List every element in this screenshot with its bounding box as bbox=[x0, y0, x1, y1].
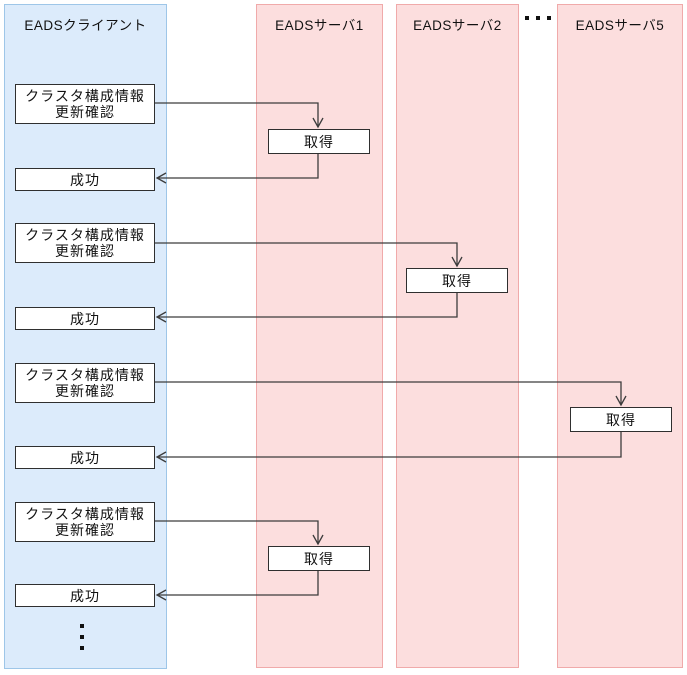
success-box-4: 成功 bbox=[15, 584, 155, 607]
response-arrow-3 bbox=[155, 431, 622, 463]
request-box-3-line1: クラスタ構成情報 bbox=[25, 367, 145, 383]
request-box-4: クラスタ構成情報 更新確認 bbox=[15, 502, 155, 542]
success-box-1: 成功 bbox=[15, 168, 155, 191]
acquire-box-1: 取得 bbox=[268, 129, 370, 154]
vertical-ellipsis-icon bbox=[80, 624, 84, 650]
success-box-2: 成功 bbox=[15, 307, 155, 330]
request-box-4-line1: クラスタ構成情報 bbox=[25, 506, 145, 522]
lane-title-eads-client: EADSクライアント bbox=[24, 18, 147, 33]
request-box-3: クラスタ構成情報 更新確認 bbox=[15, 363, 155, 403]
request-box-4-line2: 更新確認 bbox=[55, 522, 115, 538]
lane-title-eads-server5: EADSサーバ5 bbox=[575, 18, 665, 33]
success-box-3: 成功 bbox=[15, 446, 155, 469]
request-box-2: クラスタ構成情報 更新確認 bbox=[15, 223, 155, 263]
request-box-1-line1: クラスタ構成情報 bbox=[25, 88, 145, 104]
request-box-2-line1: クラスタ構成情報 bbox=[25, 227, 145, 243]
request-box-1-line2: 更新確認 bbox=[55, 104, 115, 120]
request-box-1: クラスタ構成情報 更新確認 bbox=[15, 84, 155, 124]
request-arrow-3 bbox=[155, 381, 627, 407]
acquire-box-2: 取得 bbox=[406, 268, 508, 293]
horizontal-ellipsis-icon bbox=[525, 16, 551, 20]
request-box-3-line2: 更新確認 bbox=[55, 383, 115, 399]
lane-eads-server2: EADSサーバ2 bbox=[396, 4, 519, 668]
lane-eads-server5: EADSサーバ5 bbox=[557, 4, 683, 668]
lane-title-eads-server1: EADSサーバ1 bbox=[275, 18, 364, 33]
acquire-box-3: 取得 bbox=[570, 407, 672, 432]
lane-title-eads-server2: EADSサーバ2 bbox=[413, 18, 502, 33]
request-box-2-line2: 更新確認 bbox=[55, 243, 115, 259]
acquire-box-4: 取得 bbox=[268, 546, 370, 571]
